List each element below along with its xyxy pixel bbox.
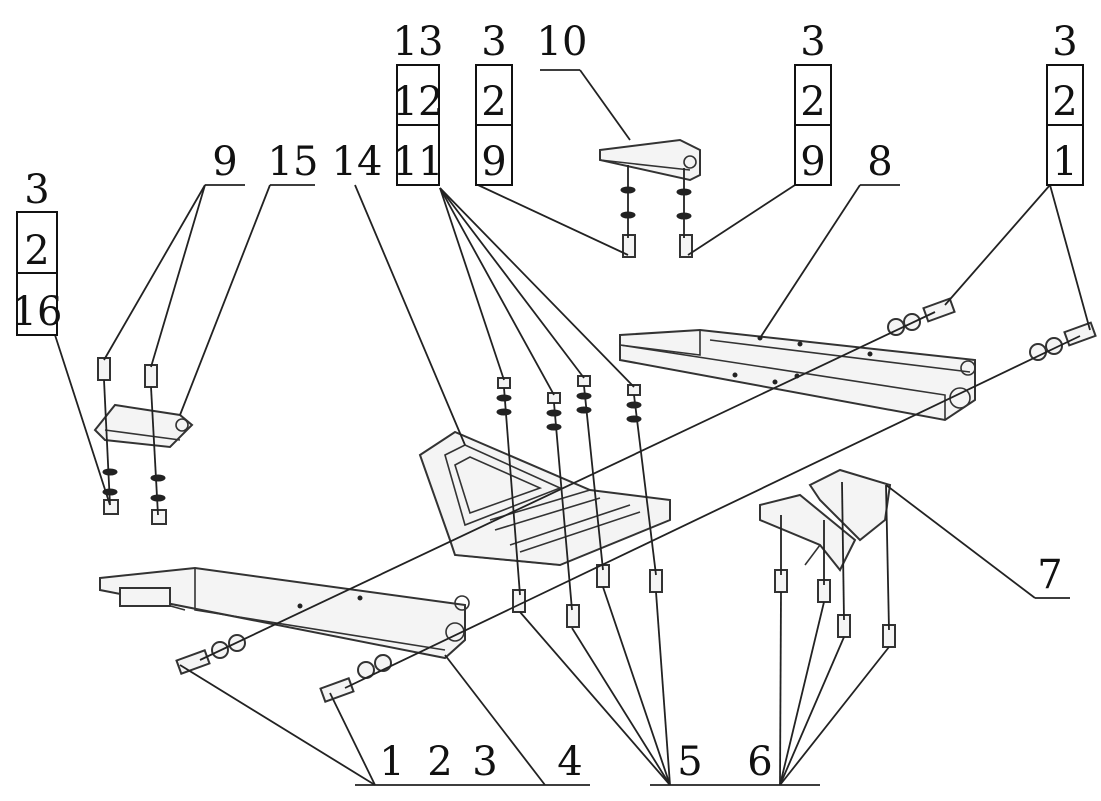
- leader-lines: [54, 69, 1091, 786]
- label-13: 13: [393, 19, 444, 65]
- label-9-b: 9: [800, 139, 825, 185]
- part-number-labels: 13 12 11 3 2 9 10 3 2 9 3 2 1 8 3 2 16 9…: [12, 19, 1078, 785]
- label-16: 16: [12, 289, 63, 335]
- label-2-b: 2: [800, 79, 825, 125]
- label-1-right: 1: [1052, 139, 1077, 185]
- part-15-left-bracket: [93, 403, 194, 449]
- label-10: 10: [537, 19, 588, 65]
- label-9-a: 9: [481, 139, 506, 185]
- part-14-triangle-bracket: [418, 430, 671, 567]
- label-7: 7: [1037, 552, 1062, 598]
- label-11: 11: [393, 139, 444, 185]
- label-6: 6: [747, 739, 772, 785]
- part-8-right-rail: [619, 328, 976, 422]
- label-3-b: 3: [800, 19, 825, 65]
- label-12: 12: [393, 79, 444, 125]
- label-1-bottom: 1: [379, 739, 404, 785]
- assembly-axis-lines: [103, 165, 1081, 689]
- label-14: 14: [332, 139, 383, 185]
- part-4-left-rail: [99, 566, 470, 660]
- label-15: 15: [268, 139, 319, 185]
- label-5: 5: [677, 739, 702, 785]
- label-2-bottom: 2: [427, 739, 452, 785]
- label-3-left: 3: [24, 167, 49, 213]
- part-7-angled-brackets: [759, 468, 892, 572]
- label-2-a: 2: [481, 79, 506, 125]
- label-9-left: 9: [212, 139, 237, 185]
- label-3-bottom: 3: [472, 739, 497, 785]
- fasteners: [97, 186, 1097, 703]
- label-2-left: 2: [24, 228, 49, 274]
- part-10-top-bracket: [599, 138, 701, 182]
- label-2-right: 2: [1052, 79, 1077, 125]
- callout-boxes: [16, 64, 1084, 336]
- label-4: 4: [557, 739, 582, 785]
- label-8: 8: [867, 139, 892, 185]
- label-3-a: 3: [481, 19, 506, 65]
- label-3-right: 3: [1052, 19, 1077, 65]
